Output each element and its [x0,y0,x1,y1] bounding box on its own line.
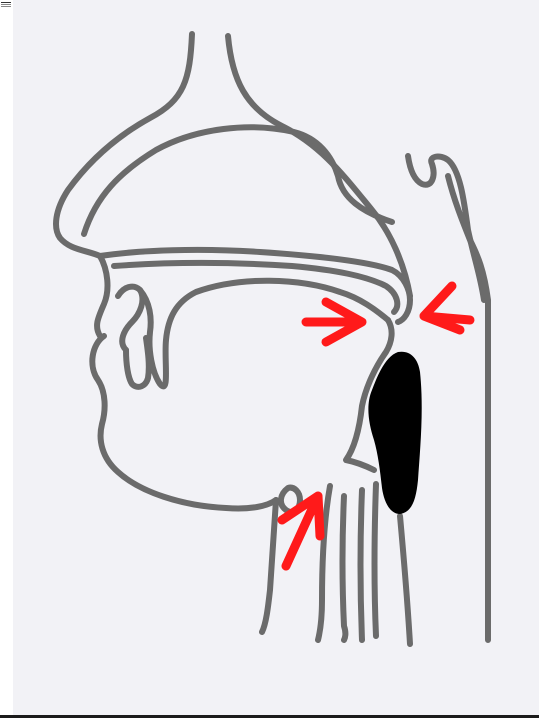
palate-lower-edge [114,263,397,312]
left-arrow-icon [424,286,470,330]
posterior-pharyngeal-wall [448,176,488,640]
lower-lip-chin [92,336,276,509]
hard-palate [100,250,410,322]
larynx-line-2 [343,496,346,640]
upper-lip [97,256,107,336]
anterior-neck [262,500,276,632]
larynx-line-3 [361,490,363,640]
tongue-outline [140,281,388,387]
right-arrow-icon [306,302,362,342]
esophagus-line [400,516,410,644]
up-right-arrow-icon [282,496,320,566]
lower-teeth [126,338,149,387]
upper-teeth [118,287,142,350]
larynx-line-4 [375,484,377,636]
